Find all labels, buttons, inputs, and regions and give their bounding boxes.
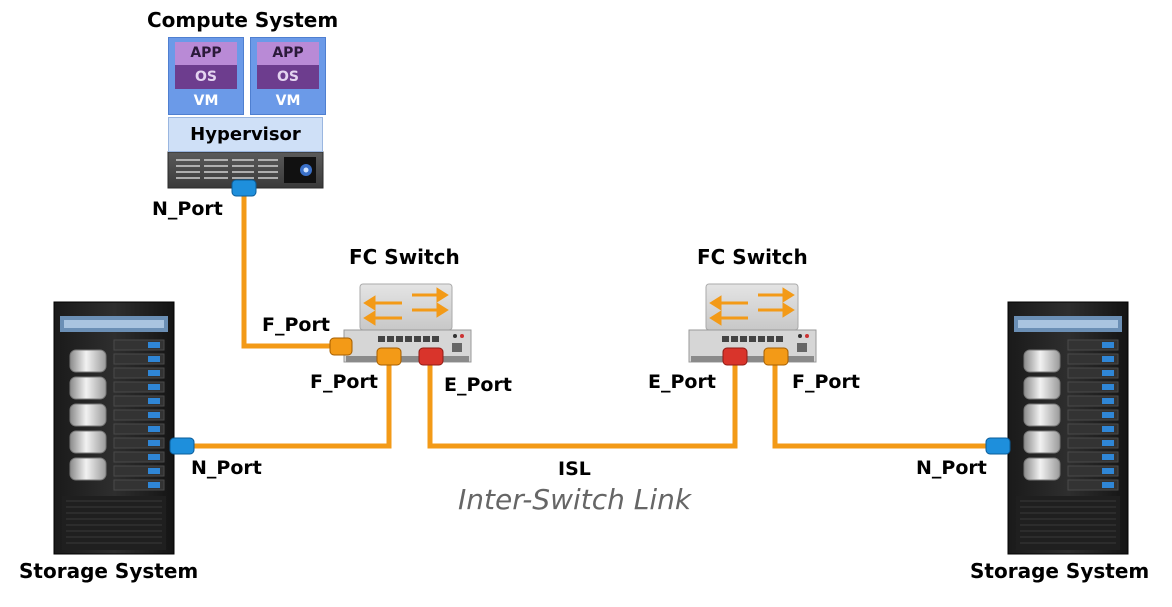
vm-label: VM (275, 93, 301, 109)
storage-right-n-port-label: N_Port (916, 457, 987, 479)
switch1-f-port-bottom (376, 347, 402, 366)
link-compute-to-switch1 (241, 195, 333, 349)
app-layer: APP (175, 42, 237, 65)
compute-n-port (231, 179, 257, 197)
os-layer: OS (257, 65, 319, 89)
storage-left-n-port (169, 437, 195, 455)
fc-switch-1 (343, 283, 472, 363)
link-storage-left-to-switch1 (193, 364, 392, 449)
switch1-f-port-left (329, 337, 353, 356)
isl-label: ISL (558, 458, 591, 480)
switch1-e-port (418, 347, 444, 366)
isl-caption: Inter-Switch Link (458, 483, 692, 516)
switch2-title: FC Switch (697, 245, 808, 269)
compute-server (167, 151, 324, 189)
app-layer: APP (257, 42, 319, 65)
switch1-e-port-label: E_Port (444, 374, 512, 396)
switch2-e-port (722, 347, 748, 366)
vm-label: VM (193, 93, 219, 109)
link-isl (427, 364, 738, 449)
storage-left-n-port-label: N_Port (191, 457, 262, 479)
links (193, 195, 988, 449)
switch2-f-port-label: F_Port (792, 371, 860, 393)
switch1-title: FC Switch (349, 245, 460, 269)
link-switch2-to-storage-right (772, 364, 988, 449)
vm-block-2: APP OS VM (250, 37, 326, 115)
switch1-f-port-bottom-label: F_Port (310, 371, 378, 393)
switch2-f-port (763, 347, 789, 366)
fc-switch-2 (688, 283, 817, 363)
compute-system-title: Compute System (147, 8, 339, 32)
vm-block-1: APP OS VM (168, 37, 244, 115)
switch2-e-port-label: E_Port (648, 371, 716, 393)
storage-rack-left (53, 301, 175, 555)
os-layer: OS (175, 65, 237, 89)
switch1-f-port-left-label: F_Port (262, 314, 330, 336)
storage-right-title: Storage System (970, 559, 1150, 583)
compute-n-port-label: N_Port (152, 198, 223, 220)
storage-right-n-port (985, 437, 1011, 455)
storage-rack-right (1007, 301, 1129, 555)
hypervisor-layer: Hypervisor (168, 117, 323, 152)
storage-left-title: Storage System (19, 559, 199, 583)
